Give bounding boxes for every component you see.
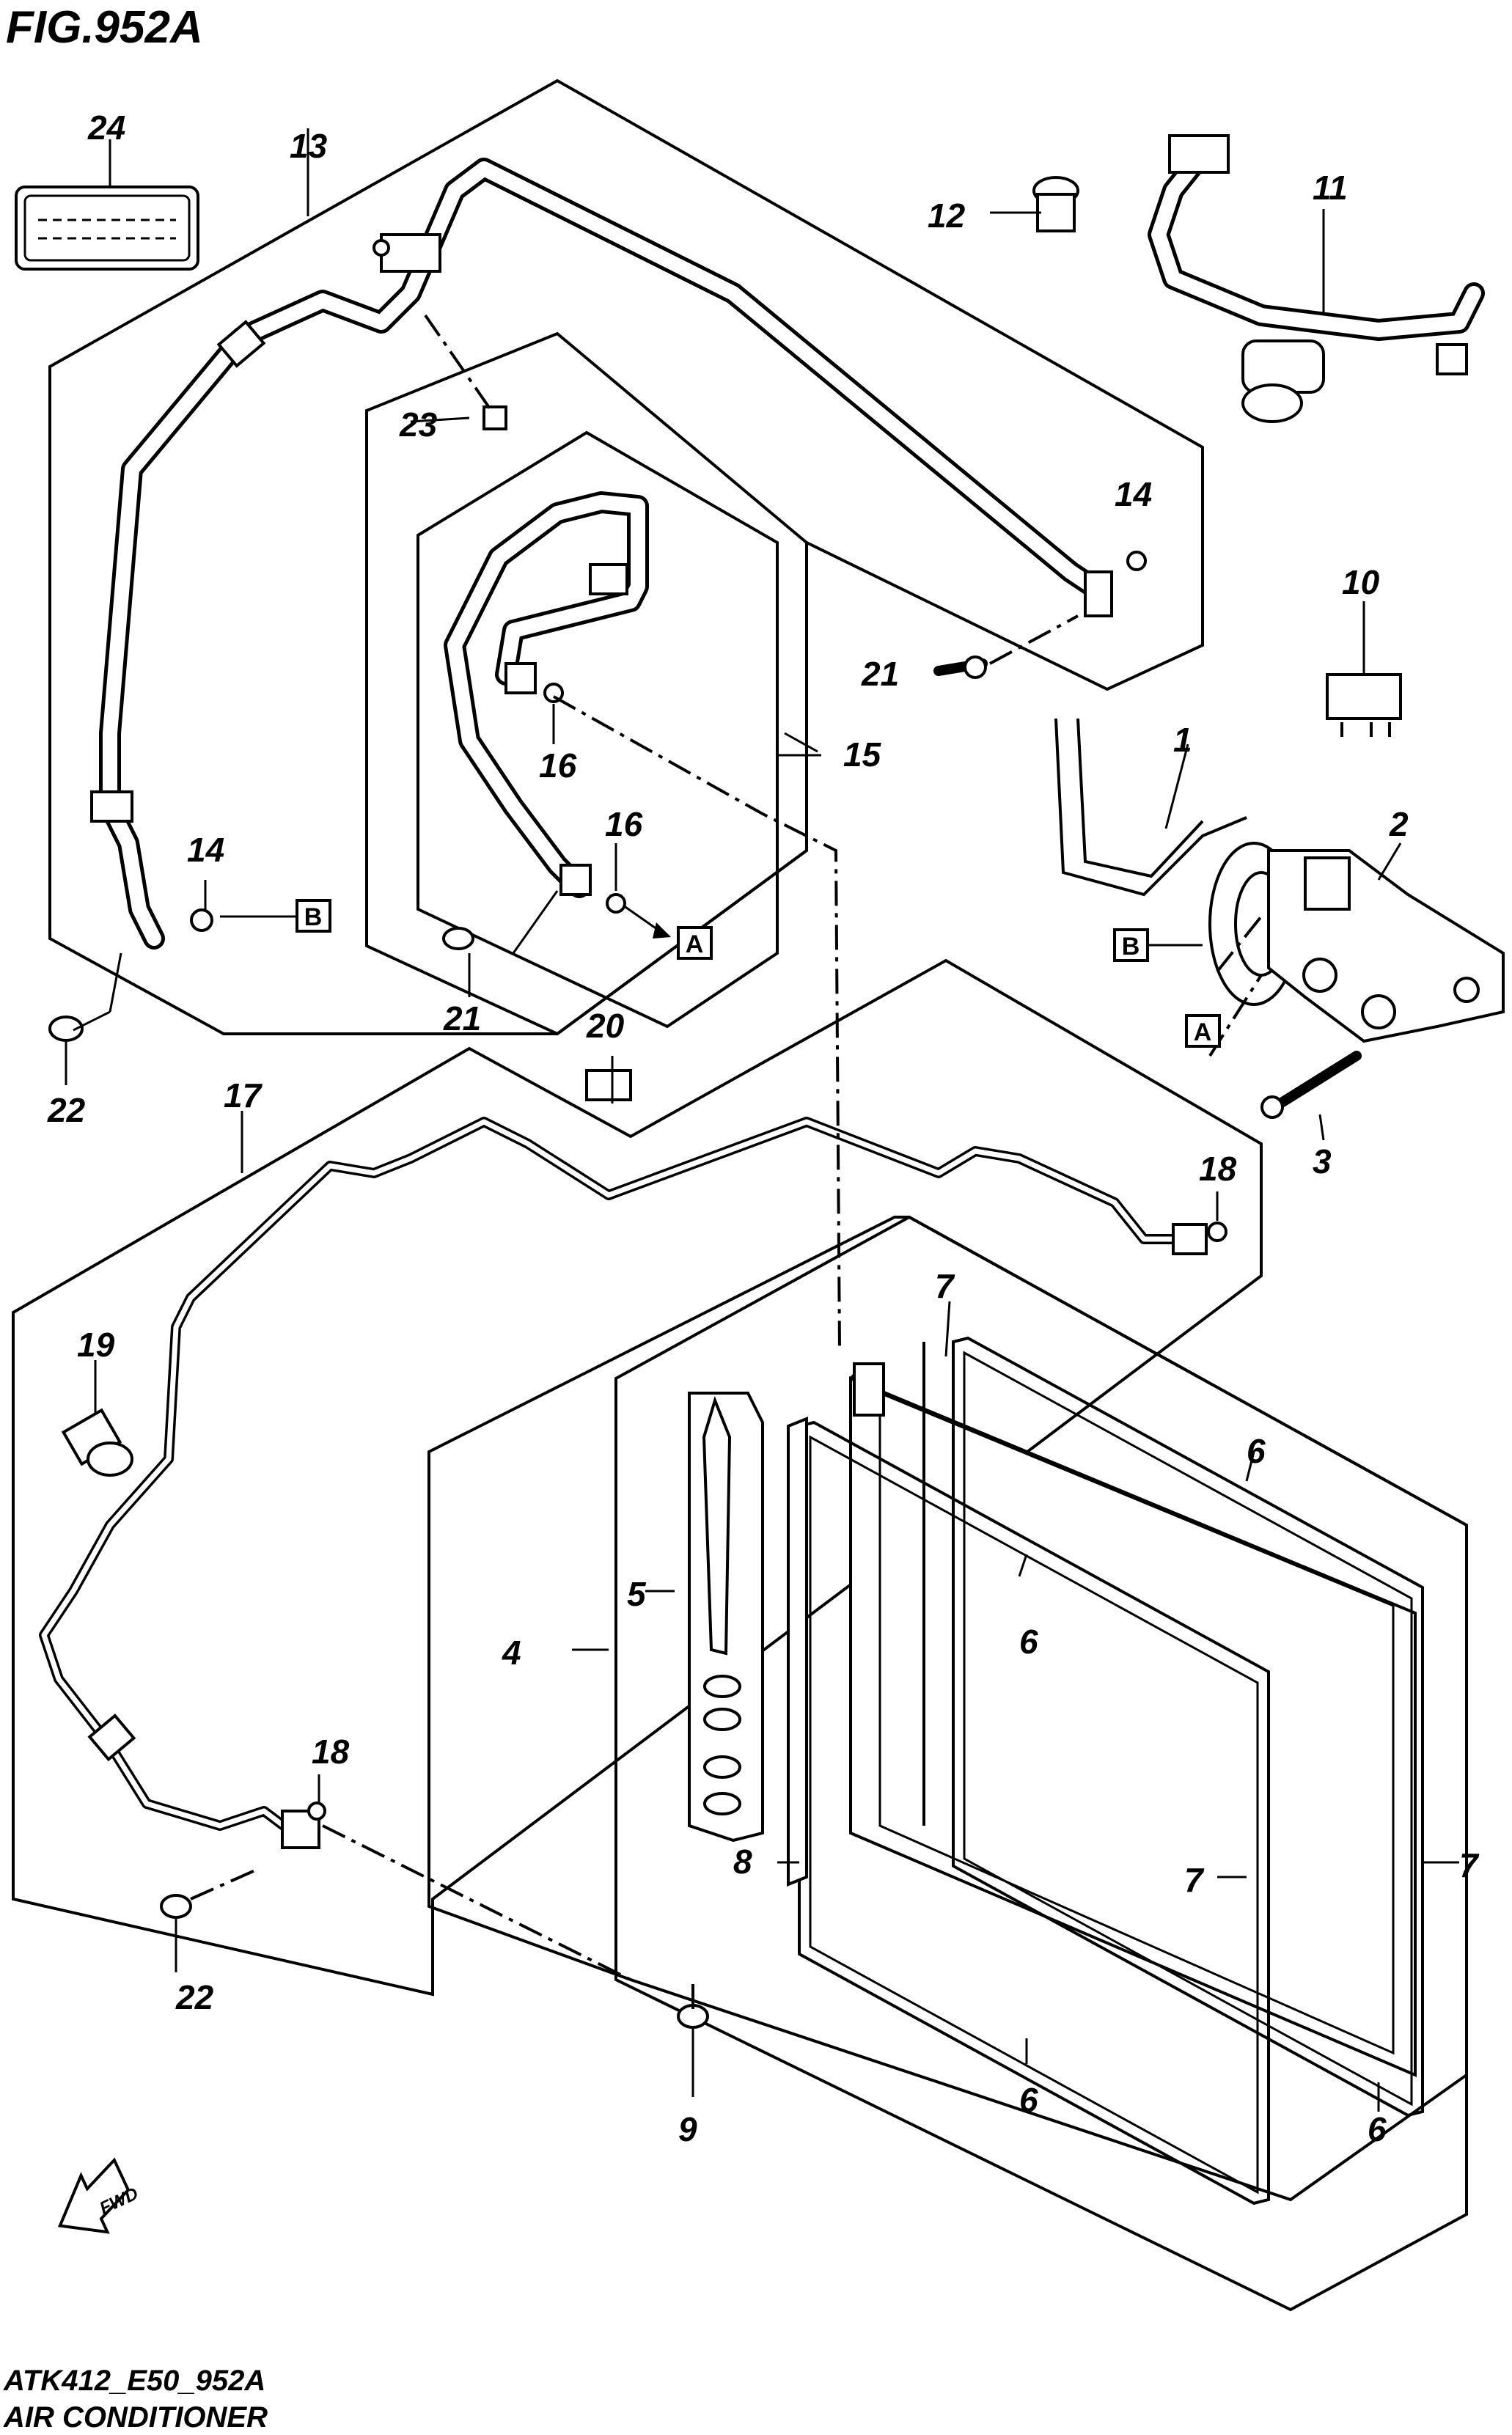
callout-20: 20 [586,1007,625,1045]
ref-box-b-1: B [296,899,331,933]
callout-19: 19 [77,1326,115,1364]
callout-22a: 22 [47,1091,86,1129]
group-box-condenser [427,1216,1468,2202]
leader-lines [65,128,1459,2112]
callout-6b: 6 [1019,1623,1038,1661]
svg-text:B: B [1122,933,1140,961]
part-8-seal [787,1417,808,1887]
part-13-hose [90,158,1113,950]
callout-18b: 18 [312,1733,350,1771]
callout-6c: 6 [1019,2081,1038,2119]
callout-6d: 6 [1368,2110,1387,2148]
callout-7b: 7 [1184,1861,1205,1899]
callout-2: 2 [1389,805,1409,843]
callout-14b: 14 [187,831,224,869]
callout-16b: 16 [605,805,643,843]
group-box-15-inner [416,430,779,1029]
callout-3: 3 [1313,1142,1332,1180]
group-box-15 [365,331,808,1036]
part-3-bolt [1260,1051,1362,1119]
group-box-13 [48,78,1204,1035]
fwd-arrow-icon: FWD [57,2157,142,2234]
part-17-pipe [39,1117,1208,1849]
callout-9: 9 [678,2110,697,2148]
part-24-label-plate [15,186,199,271]
part-11-hose [1148,134,1485,423]
group-box-17 [12,958,1263,1997]
figure-title: FIG.952A [6,2,203,53]
callout-7c: 7 [1459,1846,1480,1884]
part-15-hose [444,491,649,898]
callout-21a: 21 [861,655,899,693]
callout-12: 12 [928,197,966,235]
callout-8: 8 [733,1843,752,1881]
callout-11: 11 [1313,169,1348,207]
figure-code: ATK412_E50_952A [3,2365,265,2397]
part-6-seal-frames [798,1336,1424,2206]
callout-14a: 14 [1115,475,1152,513]
callout-23: 23 [399,405,438,444]
part-10-relay [1326,673,1402,737]
callout-4: 4 [502,1634,521,1672]
callout-13: 13 [290,127,328,165]
ref-arrow-a [623,904,671,939]
callout-15: 15 [843,735,882,774]
callout-17: 17 [224,1076,263,1114]
part-2-compressor [1208,842,1505,1043]
callout-5: 5 [627,1575,647,1613]
callout-22b: 22 [175,1978,214,2016]
callout-24: 24 [87,109,125,147]
part-1-drive-belt [1054,718,1247,897]
part-12-plug [1032,176,1079,232]
ref-box-a-1: A [677,926,713,960]
fasteners [48,405,1227,2029]
callout-10: 10 [1342,563,1380,601]
callout-18a: 18 [1199,1150,1237,1188]
part-4-condenser [849,1362,1417,2078]
figure-name: AIR CONDITIONER [3,2401,268,2434]
callout-1: 1 [1173,721,1192,759]
callout-6a: 6 [1247,1432,1266,1470]
svg-text:A: A [686,930,704,958]
ref-box-b-2: B [1113,928,1203,962]
svg-text:B: B [304,903,323,931]
svg-text:A: A [1194,1018,1212,1046]
callout-21b: 21 [443,999,481,1037]
callout-16a: 16 [539,746,577,785]
part-19-pressure-switch [61,1408,133,1477]
part-5-receiver-drier [688,1392,764,1843]
ref-box-a-2: A [1185,1014,1221,1048]
callout-7a: 7 [935,1267,955,1305]
